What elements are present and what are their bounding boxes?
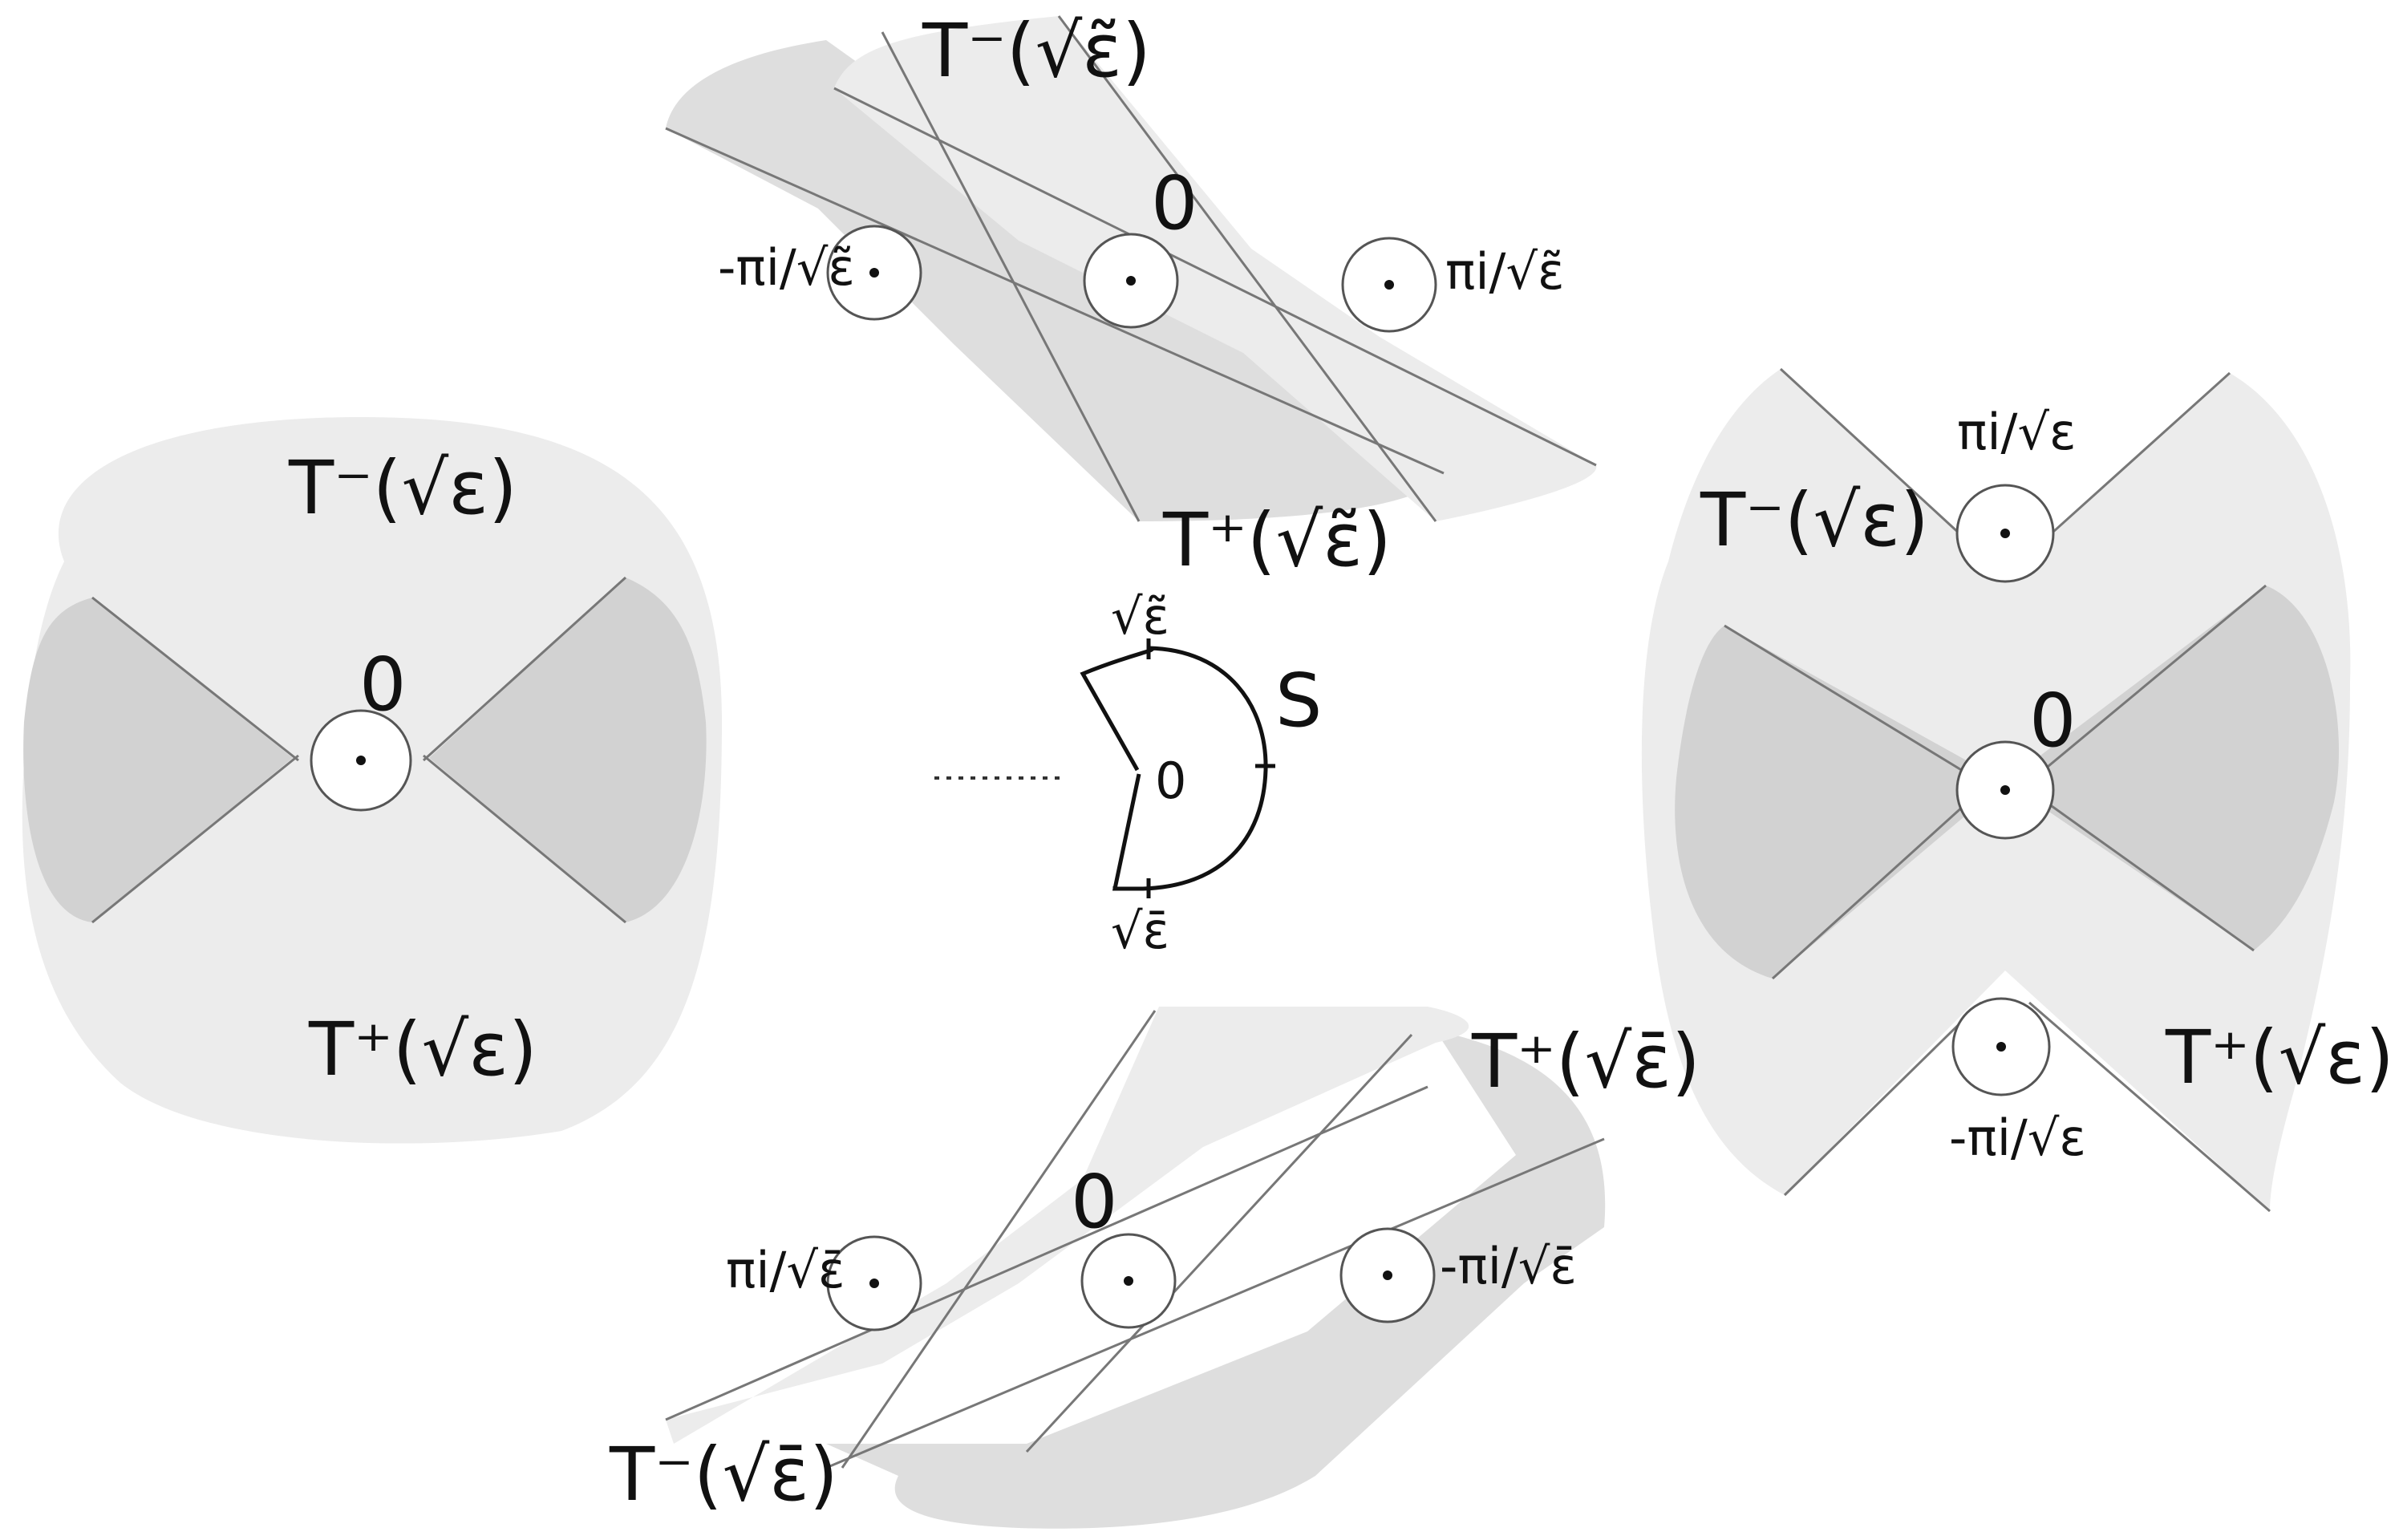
bottom-left-point [869,1279,879,1288]
top-band-right [834,16,1597,521]
bottom-t-plus-label: T⁺(√ε̄) [1471,1019,1700,1104]
sector-s: S √ε̃ √ε̄ 0 [934,587,1322,960]
top-t-plus-label: T⁺(√ε̃) [1162,497,1392,583]
right-bottom-edge-right [2028,1001,2271,1213]
right-mid-edge-lower-left [1771,788,1983,980]
bottom-band-right [826,1031,1606,1529]
left-panel: 0 T⁻(√ε) T⁺(√ε) [22,417,723,1144]
right-mid-edge-lower-right [2028,788,2255,952]
right-t-plus-label: T⁺(√ε) [2165,1015,2394,1100]
sector-name-label: S [1275,658,1322,744]
right-top-pole-label: πi/√ε [1957,403,2076,461]
bottom-left-pole-label: πi/√ε̄ [726,1241,845,1299]
top-band-right-edge-b [1057,15,1437,522]
bottom-band-left-edge-b [665,1085,1428,1421]
top-t-minus-label: T⁻(√ε̃) [922,8,1151,94]
bottom-panel: 0 πi/√ε̄ -πi/√ε̄ T⁺(√ε̄) T⁻(√ε̄) [609,1007,1700,1529]
bottom-origin-label: 0 [1071,1159,1118,1245]
right-origin-point [2000,785,2010,795]
bottom-band-left-edge-a [841,1010,1157,1469]
left-sector-shade [23,598,293,922]
bottom-t-minus-label: T⁻(√ε̄) [609,1432,838,1518]
bottom-right-pole-label: -πi/√ε̄ [1440,1237,1577,1295]
origin-point [356,756,366,765]
left-edge-upper [91,596,299,762]
right-bottom-point [1996,1042,2006,1052]
bottom-band-right-edge-b [825,1137,1605,1469]
top-panel: 0 -πi/√ε̃ πi/√ε̃ T⁻(√ε̃) T⁺(√ε̃) [665,8,1597,583]
bottom-origin-point [1124,1276,1133,1286]
top-origin-label: 0 [1151,160,1198,246]
sector-top-label: √ε̃ [1111,587,1169,646]
sector-boundary [1080,646,1268,891]
right-bottom-pole-label: -πi/√ε [1949,1108,2086,1167]
bottom-right-point [1383,1270,1392,1280]
right-mid-edge-upper-right [2028,584,2267,784]
sector-center-label: 0 [1155,752,1186,810]
right-sector-shade [429,578,707,922]
top-origin-point [1126,276,1136,286]
right-panel: πi/√ε 0 -πi/√ε T⁻(√ε) T⁺(√ε) [1641,367,2394,1213]
left-edge-lower [91,754,299,924]
t-plus-label: T⁺(√ε) [308,1007,537,1092]
right-edge-lower [423,754,626,924]
t-minus-label: T⁻(√ε) [288,445,517,531]
top-band-right-edge-a [833,87,1597,467]
sector-bottom-label: √ε̄ [1111,902,1169,960]
bottom-band-right-edge-a [1025,1033,1413,1453]
right-top-edge-left [1779,367,1983,555]
top-band-left [666,40,1444,521]
origin-label: 0 [359,642,407,727]
right-t-minus-label: T⁻(√ε) [1700,477,1929,563]
bottom-band-left [666,1007,1469,1444]
right-bottom-edge-left [1783,1001,1983,1197]
top-right-point [1384,280,1394,290]
top-band-left-edge-a [665,127,1445,475]
top-left-pole-label: -πi/√ε̃ [718,238,855,297]
top-band-left-edge-b [881,31,1141,522]
right-top-edge-right [2028,371,2231,555]
right-top-point [2000,529,2010,538]
right-edge-upper [422,576,627,762]
top-right-pole-label: πi/√ε̃ [1445,242,1564,301]
right-mid-edge-upper-left [1724,624,1982,784]
right-origin-label: 0 [2029,678,2077,764]
top-left-point [869,268,879,278]
